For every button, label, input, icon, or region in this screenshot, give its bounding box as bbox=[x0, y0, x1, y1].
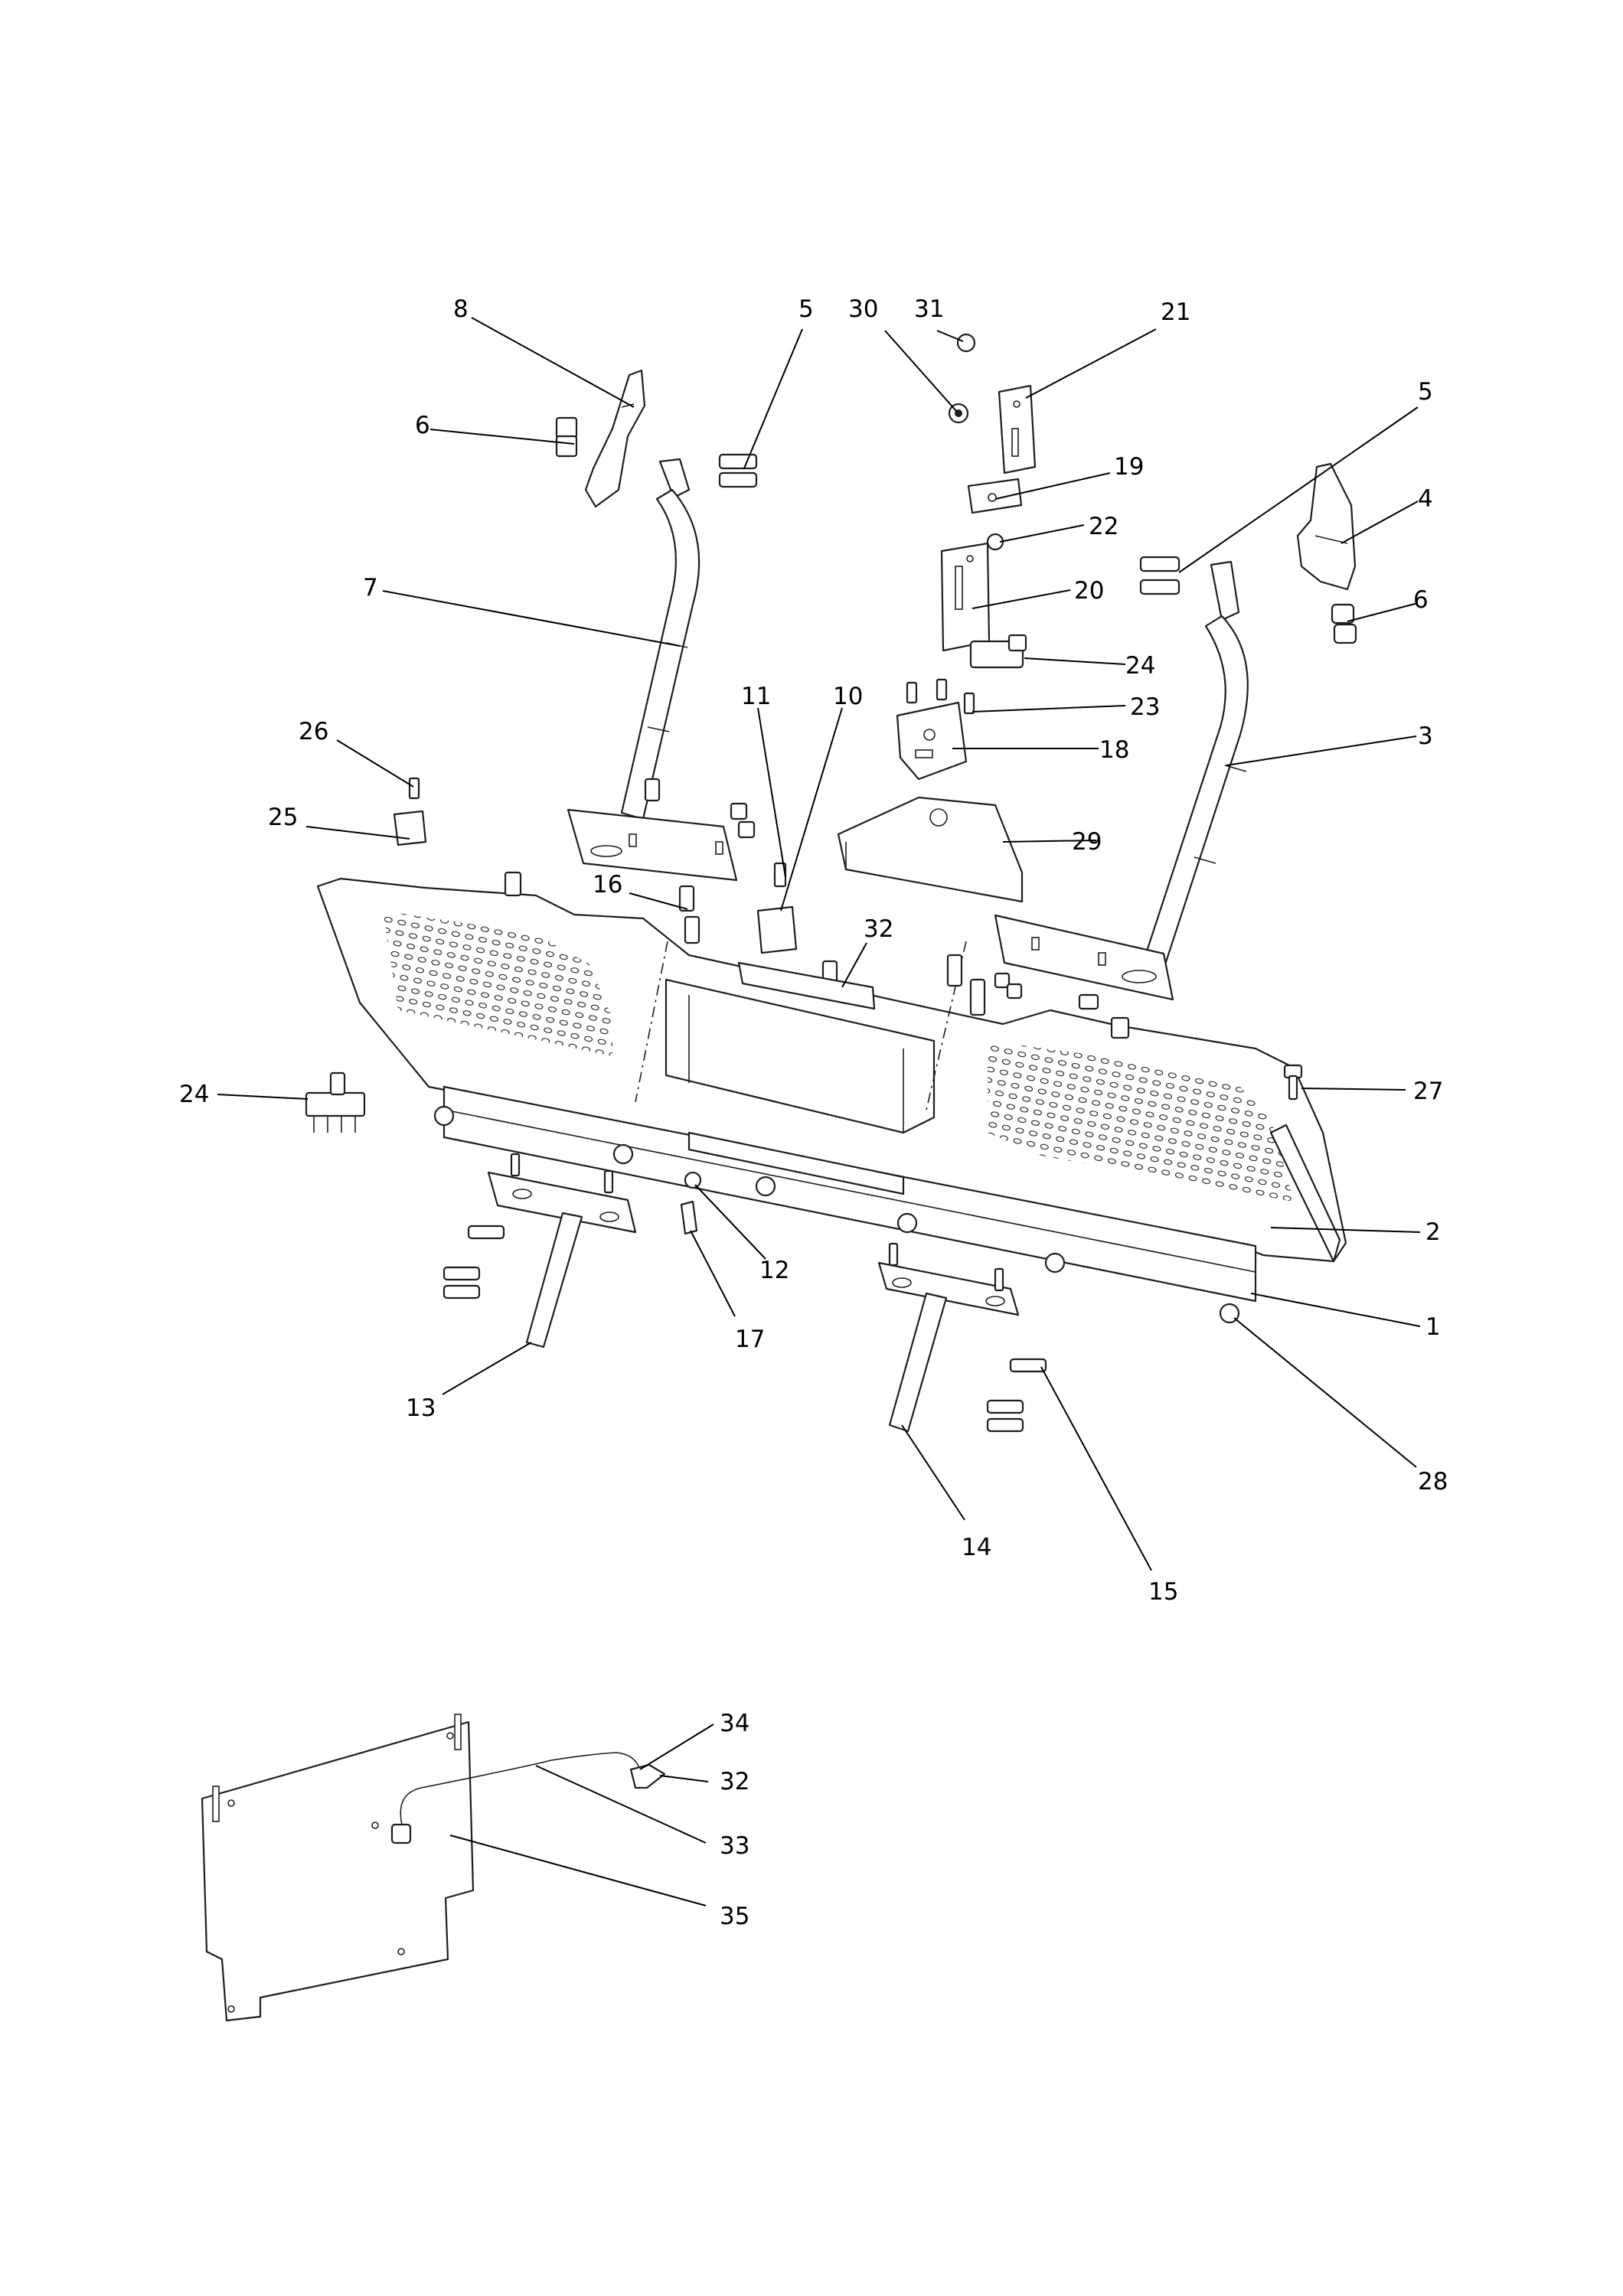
plate-21 bbox=[998, 384, 1037, 475]
centerline-left bbox=[635, 941, 668, 1103]
bolt-27 bbox=[1283, 1064, 1303, 1101]
callout-14: 14 bbox=[962, 1534, 991, 1561]
bolts-13 bbox=[442, 1225, 505, 1300]
perforation-right bbox=[988, 1041, 1294, 1202]
callout-21: 21 bbox=[1161, 298, 1190, 326]
screws-23 bbox=[906, 678, 975, 715]
cable-33 bbox=[400, 1752, 640, 1834]
nuts-28 bbox=[433, 1105, 1240, 1324]
pin-17 bbox=[680, 1200, 698, 1235]
bolts-6-right bbox=[1331, 603, 1357, 644]
callout-32: 32 bbox=[720, 1768, 749, 1795]
callout-35: 35 bbox=[720, 1903, 749, 1930]
callout-5: 5 bbox=[798, 295, 814, 323]
callout-28: 28 bbox=[1418, 1468, 1448, 1495]
bolts-5-right bbox=[1139, 556, 1181, 595]
callout-18: 18 bbox=[1099, 736, 1129, 764]
perforated-platform bbox=[316, 877, 1347, 1263]
connector bbox=[390, 1823, 412, 1844]
callout-32: 32 bbox=[864, 915, 893, 943]
callout-25: 25 bbox=[268, 804, 298, 831]
platform-bolts bbox=[504, 778, 1130, 1039]
nut-12 bbox=[684, 1171, 702, 1189]
callout-12: 12 bbox=[759, 1257, 789, 1284]
callout-4: 4 bbox=[1418, 485, 1433, 513]
bolts-5-left bbox=[718, 453, 758, 488]
latch-10 bbox=[756, 905, 798, 954]
callout-3: 3 bbox=[1418, 722, 1433, 750]
left-bracket bbox=[584, 369, 646, 508]
callout-2: 2 bbox=[1425, 1218, 1441, 1246]
callout-16: 16 bbox=[593, 871, 622, 899]
bracket-18 bbox=[896, 701, 968, 781]
callout-15: 15 bbox=[1148, 1578, 1178, 1606]
callout-11: 11 bbox=[741, 683, 771, 710]
handle-32 bbox=[737, 961, 876, 1010]
callout-1: 1 bbox=[1425, 1313, 1441, 1341]
clip-25 bbox=[393, 810, 427, 846]
callout-26: 26 bbox=[299, 718, 328, 745]
bolts-15 bbox=[986, 1358, 1047, 1433]
callout-30: 30 bbox=[848, 295, 878, 323]
callout-19: 19 bbox=[1114, 453, 1144, 481]
clamp-19 bbox=[967, 478, 1023, 514]
bracket-13 bbox=[487, 1153, 637, 1349]
bracket-32-inset bbox=[629, 1763, 666, 1789]
callout-6: 6 bbox=[415, 412, 430, 439]
callout-34: 34 bbox=[720, 1710, 749, 1737]
cover-29 bbox=[837, 796, 1024, 903]
callout-33: 33 bbox=[720, 1832, 749, 1860]
switch-24-left bbox=[305, 1071, 366, 1133]
callout-6: 6 bbox=[1413, 586, 1429, 614]
inset-panel bbox=[201, 1714, 666, 2022]
bolts-6-left bbox=[555, 416, 578, 458]
switch-mount-20 bbox=[940, 542, 991, 652]
callout-22: 22 bbox=[1089, 513, 1118, 540]
right-handrail bbox=[994, 560, 1249, 1001]
callout-13: 13 bbox=[406, 1394, 436, 1422]
right-bracket bbox=[1296, 462, 1357, 591]
bracket-14 bbox=[877, 1242, 1020, 1433]
callout-labels: 8 5 30 31 21 5 6 19 4 22 7 20 6 24 11 10… bbox=[179, 295, 1448, 1930]
perforation-left bbox=[383, 911, 612, 1056]
callout-24: 24 bbox=[1125, 652, 1155, 680]
leader-lines bbox=[217, 317, 1421, 1906]
nut-31 bbox=[956, 333, 976, 353]
left-handrail bbox=[567, 458, 738, 882]
screw-26 bbox=[408, 777, 420, 800]
callout-7: 7 bbox=[363, 574, 378, 602]
switch-24-top bbox=[969, 634, 1027, 669]
callout-24: 24 bbox=[179, 1081, 209, 1108]
callout-17: 17 bbox=[735, 1326, 765, 1353]
callout-20: 20 bbox=[1074, 577, 1104, 605]
callout-23: 23 bbox=[1130, 693, 1160, 721]
callout-27: 27 bbox=[1413, 1078, 1443, 1105]
callout-29: 29 bbox=[1072, 828, 1102, 856]
callout-10: 10 bbox=[833, 683, 863, 710]
callout-31: 31 bbox=[914, 295, 944, 323]
callout-5: 5 bbox=[1418, 378, 1433, 406]
callout-8: 8 bbox=[453, 295, 469, 323]
